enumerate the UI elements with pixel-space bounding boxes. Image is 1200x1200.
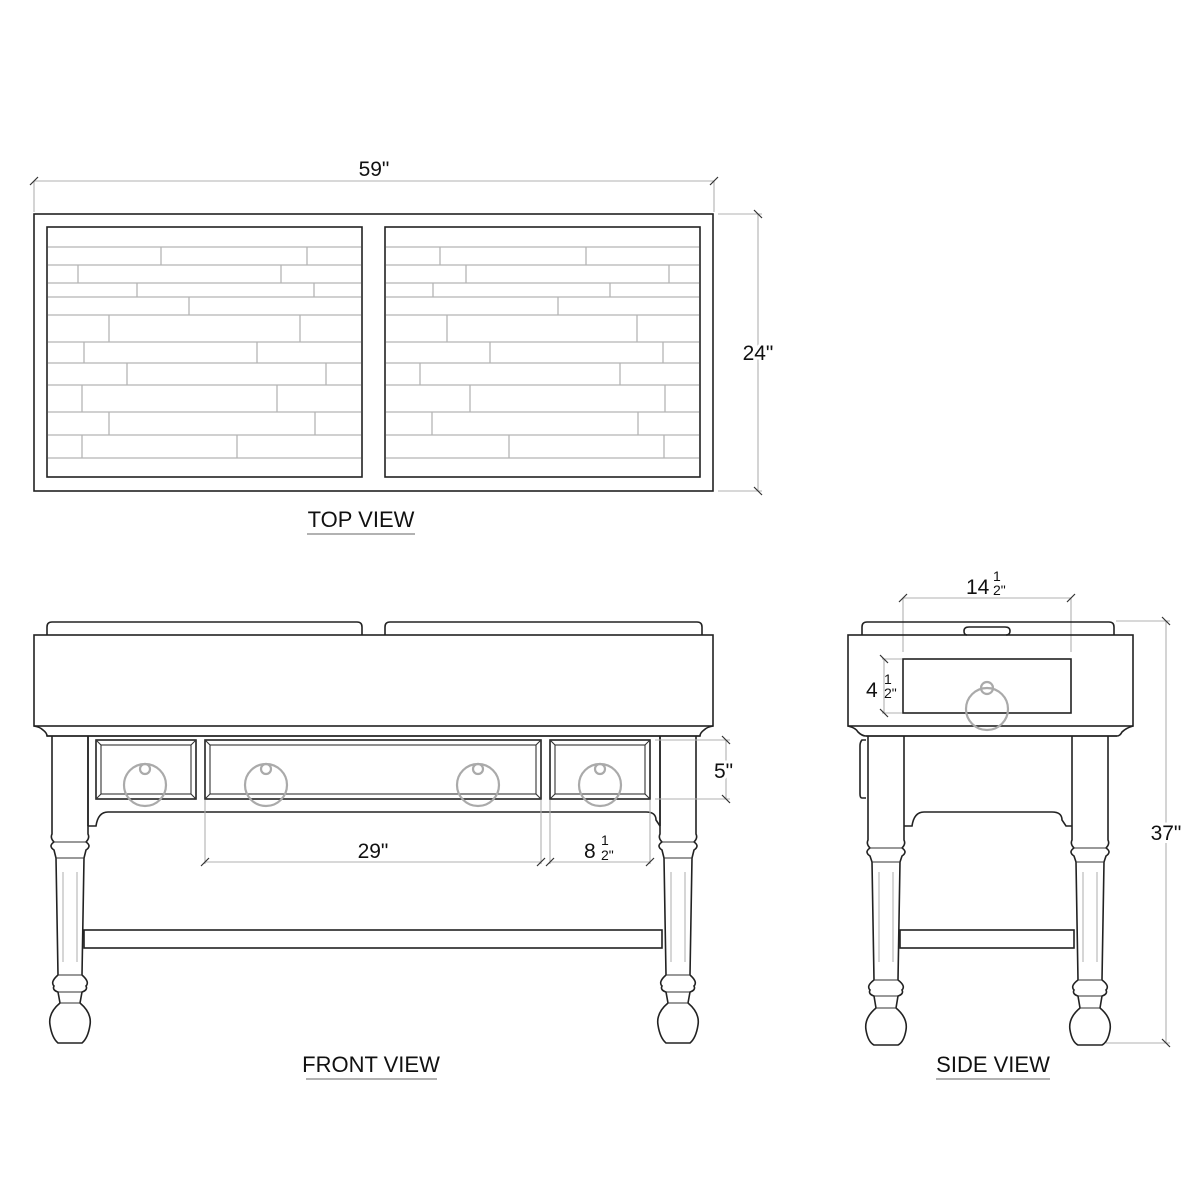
- ring-pull-icon: [964, 686, 1010, 732]
- side-apron: [847, 634, 1134, 727]
- side-view-label: SIDE VIEW: [936, 1052, 1050, 1077]
- front-leg-left: [48, 736, 92, 1044]
- side-skirt: [904, 811, 1072, 827]
- side-stretcher: [899, 929, 1075, 949]
- svg-text:29": 29": [358, 840, 389, 863]
- front-leg-right: [656, 736, 700, 1044]
- dimension-overall-height: 37": [1106, 616, 1184, 1048]
- front-top-slab-right: [384, 621, 703, 635]
- side-leg-left: [864, 736, 908, 1046]
- side-leg-right: [1068, 736, 1112, 1046]
- svg-text:2": 2": [601, 847, 614, 863]
- dimension-side-drawer-height: 4 1 2": [866, 654, 902, 718]
- side-top-handle-slot: [963, 626, 1011, 636]
- table-top-outline: [33, 213, 714, 492]
- side-view: 14 1 2" 4 1 2": [847, 568, 1184, 1080]
- dimension-drawer-height: 5": [655, 735, 736, 804]
- front-apron: [33, 634, 714, 727]
- top-view: 59": [29, 158, 776, 535]
- front-drawer-right: [549, 739, 651, 808]
- svg-text:1: 1: [884, 671, 892, 687]
- dimension-overall-depth: 24": [718, 209, 776, 496]
- front-skirt: [88, 811, 661, 827]
- front-drawer-left: [95, 739, 197, 808]
- front-view-label: FRONT VIEW: [302, 1052, 440, 1077]
- plank-pattern-right: [386, 246, 699, 459]
- svg-text:1: 1: [601, 832, 609, 848]
- front-drawer-center: [204, 739, 542, 808]
- svg-text:4: 4: [866, 679, 878, 702]
- dimension-label-24: 24": [743, 342, 774, 365]
- svg-text:2": 2": [884, 685, 897, 701]
- svg-text:2": 2": [993, 582, 1006, 598]
- top-panel-left: [46, 226, 363, 478]
- dimension-label-59: 59": [359, 158, 390, 181]
- svg-text:5": 5": [714, 760, 733, 783]
- front-top-slab-left: [46, 621, 363, 635]
- dimension-overall-width: 59": [29, 158, 719, 212]
- front-view: 29" 8 1 2" 5" FRONT VIEW: [33, 621, 736, 1080]
- side-drawer: [902, 658, 1072, 732]
- dimension-center-drawer: 29": [200, 800, 546, 867]
- top-panel-right: [384, 226, 701, 478]
- plank-pattern-left: [48, 246, 361, 459]
- side-top-slab: [861, 621, 1115, 635]
- svg-text:37": 37": [1151, 822, 1182, 845]
- dimension-side-drawer: 8 1 2": [545, 800, 655, 867]
- dimension-side-drawer-width: 14 1 2": [898, 568, 1076, 652]
- svg-text:14: 14: [966, 576, 990, 599]
- svg-text:8: 8: [584, 840, 596, 863]
- top-view-label: TOP VIEW: [308, 507, 415, 532]
- front-stretcher: [83, 929, 663, 949]
- svg-text:1: 1: [993, 568, 1001, 584]
